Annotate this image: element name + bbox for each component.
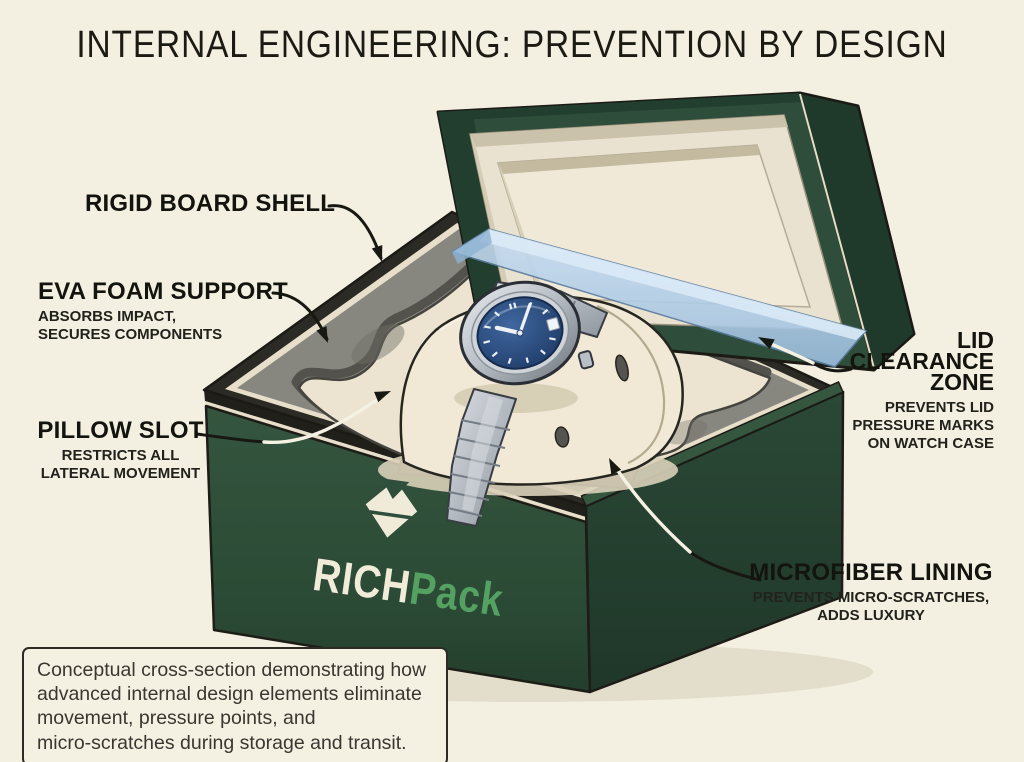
callout-microfiber-lining: MICROFIBER LINING PREVENTS MICRO-SCRATCH… [740,559,1002,625]
arrow-lid-clearance [811,361,853,373]
richpack-logo: RICHPack [310,478,507,626]
callout-pillow-desc-1: RESTRICTS ALL [61,447,180,465]
callout-lid-title-1: LID [956,327,994,353]
callout-lid-clearance-zone: LID CLEARANCE ZONE PREVENTS LID PRESSURE… [849,327,994,453]
callout-rigid-board-shell: RIGID BOARD SHELL [85,190,336,217]
callout-lid-desc-2: PRESSURE MARKS [852,417,994,435]
date-window [546,317,560,332]
page-title: INTERNAL ENGINEERING: PREVENTION BY DESI… [76,24,948,66]
callout-lid-desc-3: ON WATCH CASE [867,435,994,453]
lid-clearance-zone-highlight [451,228,867,368]
callout-rigid-title: RIGID BOARD SHELL [85,190,336,217]
wristwatch [446,280,608,527]
arrow-pillow-slot [195,432,266,444]
callout-arrows [195,204,853,582]
richpack-logo-mark [365,478,418,538]
caption-line-3: movement, pressure points, and [37,707,316,730]
caption-line-2: advanced internal design elements elimin… [37,683,422,706]
callout-lid-desc-1: PREVENTS LID [884,399,994,417]
callout-pillow-slot: PILLOW SLOT RESTRICTS ALL LATERAL MOVEME… [18,417,223,483]
callout-eva-desc-2: SECURES COMPONENTS [38,326,223,344]
callout-lid-title-3: ZONE [930,369,994,396]
callout-microfiber-desc-2: ADDS LUXURY [817,607,925,625]
caption-box: Conceptual cross-section demonstrating h… [22,647,448,762]
callout-lid-title-2: CLEARANCE [849,348,994,375]
caption-line-1: Conceptual cross-section demonstrating h… [37,659,427,681]
callout-eva-desc-1: ABSORBS IMPACT, [38,308,177,326]
callout-pillow-title: PILLOW SLOT [37,417,204,444]
callout-microfiber-title: MICROFIBER LINING [749,559,993,586]
caption-line-4: micro-scratches during storage and trans… [37,731,407,754]
callout-eva-title: EVA FOAM SUPPORT [38,278,288,305]
callout-eva-foam-support: EVA FOAM SUPPORT ABSORBS IMPACT, SECURES… [38,278,288,344]
callout-microfiber-desc-1: PREVENTS MICRO-SCRATCHES, [752,589,990,607]
arrow-microfiber [688,550,762,582]
callout-pillow-desc-2: LATERAL MOVEMENT [40,465,201,483]
